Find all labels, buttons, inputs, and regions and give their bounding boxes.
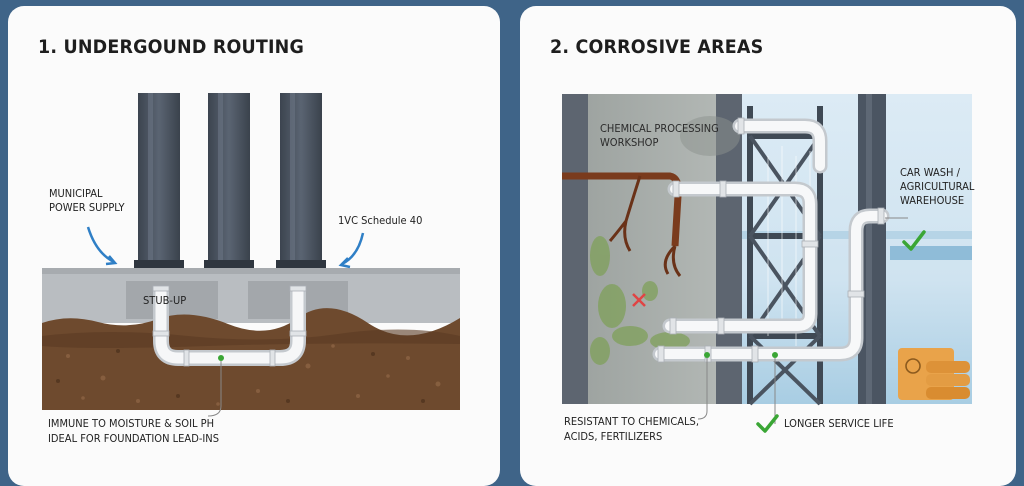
concrete-slab [42, 268, 460, 323]
chemical-workshop-wall [562, 94, 742, 404]
label-immune-moisture: IMMUNE TO MOISTURE & SOIL PH IDEAL FOR F… [48, 417, 219, 445]
pvc-conduit-u [152, 285, 307, 367]
callout-lines [86, 226, 365, 417]
label-longer-service-life: LONGER SERVICE LIFE [784, 417, 894, 430]
label-resistant-chemicals: RESISTANT TO CHEMICALS, ACIDS, FERTILIZE… [564, 415, 699, 443]
label-car-wash: CAR WASH / AGRICULTURAL WAREHOUSE [900, 166, 975, 207]
panel-title: 1. UNDERGOUND ROUTING [38, 36, 305, 58]
fertilizer-sacks [898, 348, 970, 400]
label-pvc-schedule-40: 1VC Schedule 40 [338, 214, 423, 227]
steel-columns [134, 93, 326, 268]
label-chemical-workshop: CHEMICAL PROCESSING WORKSHOP [600, 122, 719, 149]
panel-underground-routing: 1. UNDERGOUND ROUTING [8, 6, 500, 486]
panel-corrosive-areas: 2. CORROSIVE AREAS [520, 6, 1016, 486]
callout-lines [697, 217, 908, 424]
corrosive-areas-illustration [562, 94, 972, 433]
pvc-conduit-runs [652, 117, 890, 363]
label-municipal-power: MUNICIPAL POWER SUPPLY [49, 187, 125, 214]
underground-routing-illustration [42, 93, 460, 417]
check-icon [902, 230, 926, 251]
panel-title: 2. CORROSIVE AREAS [550, 36, 764, 58]
check-icon [756, 414, 779, 433]
label-stub-up: STUB-UP [143, 294, 187, 307]
